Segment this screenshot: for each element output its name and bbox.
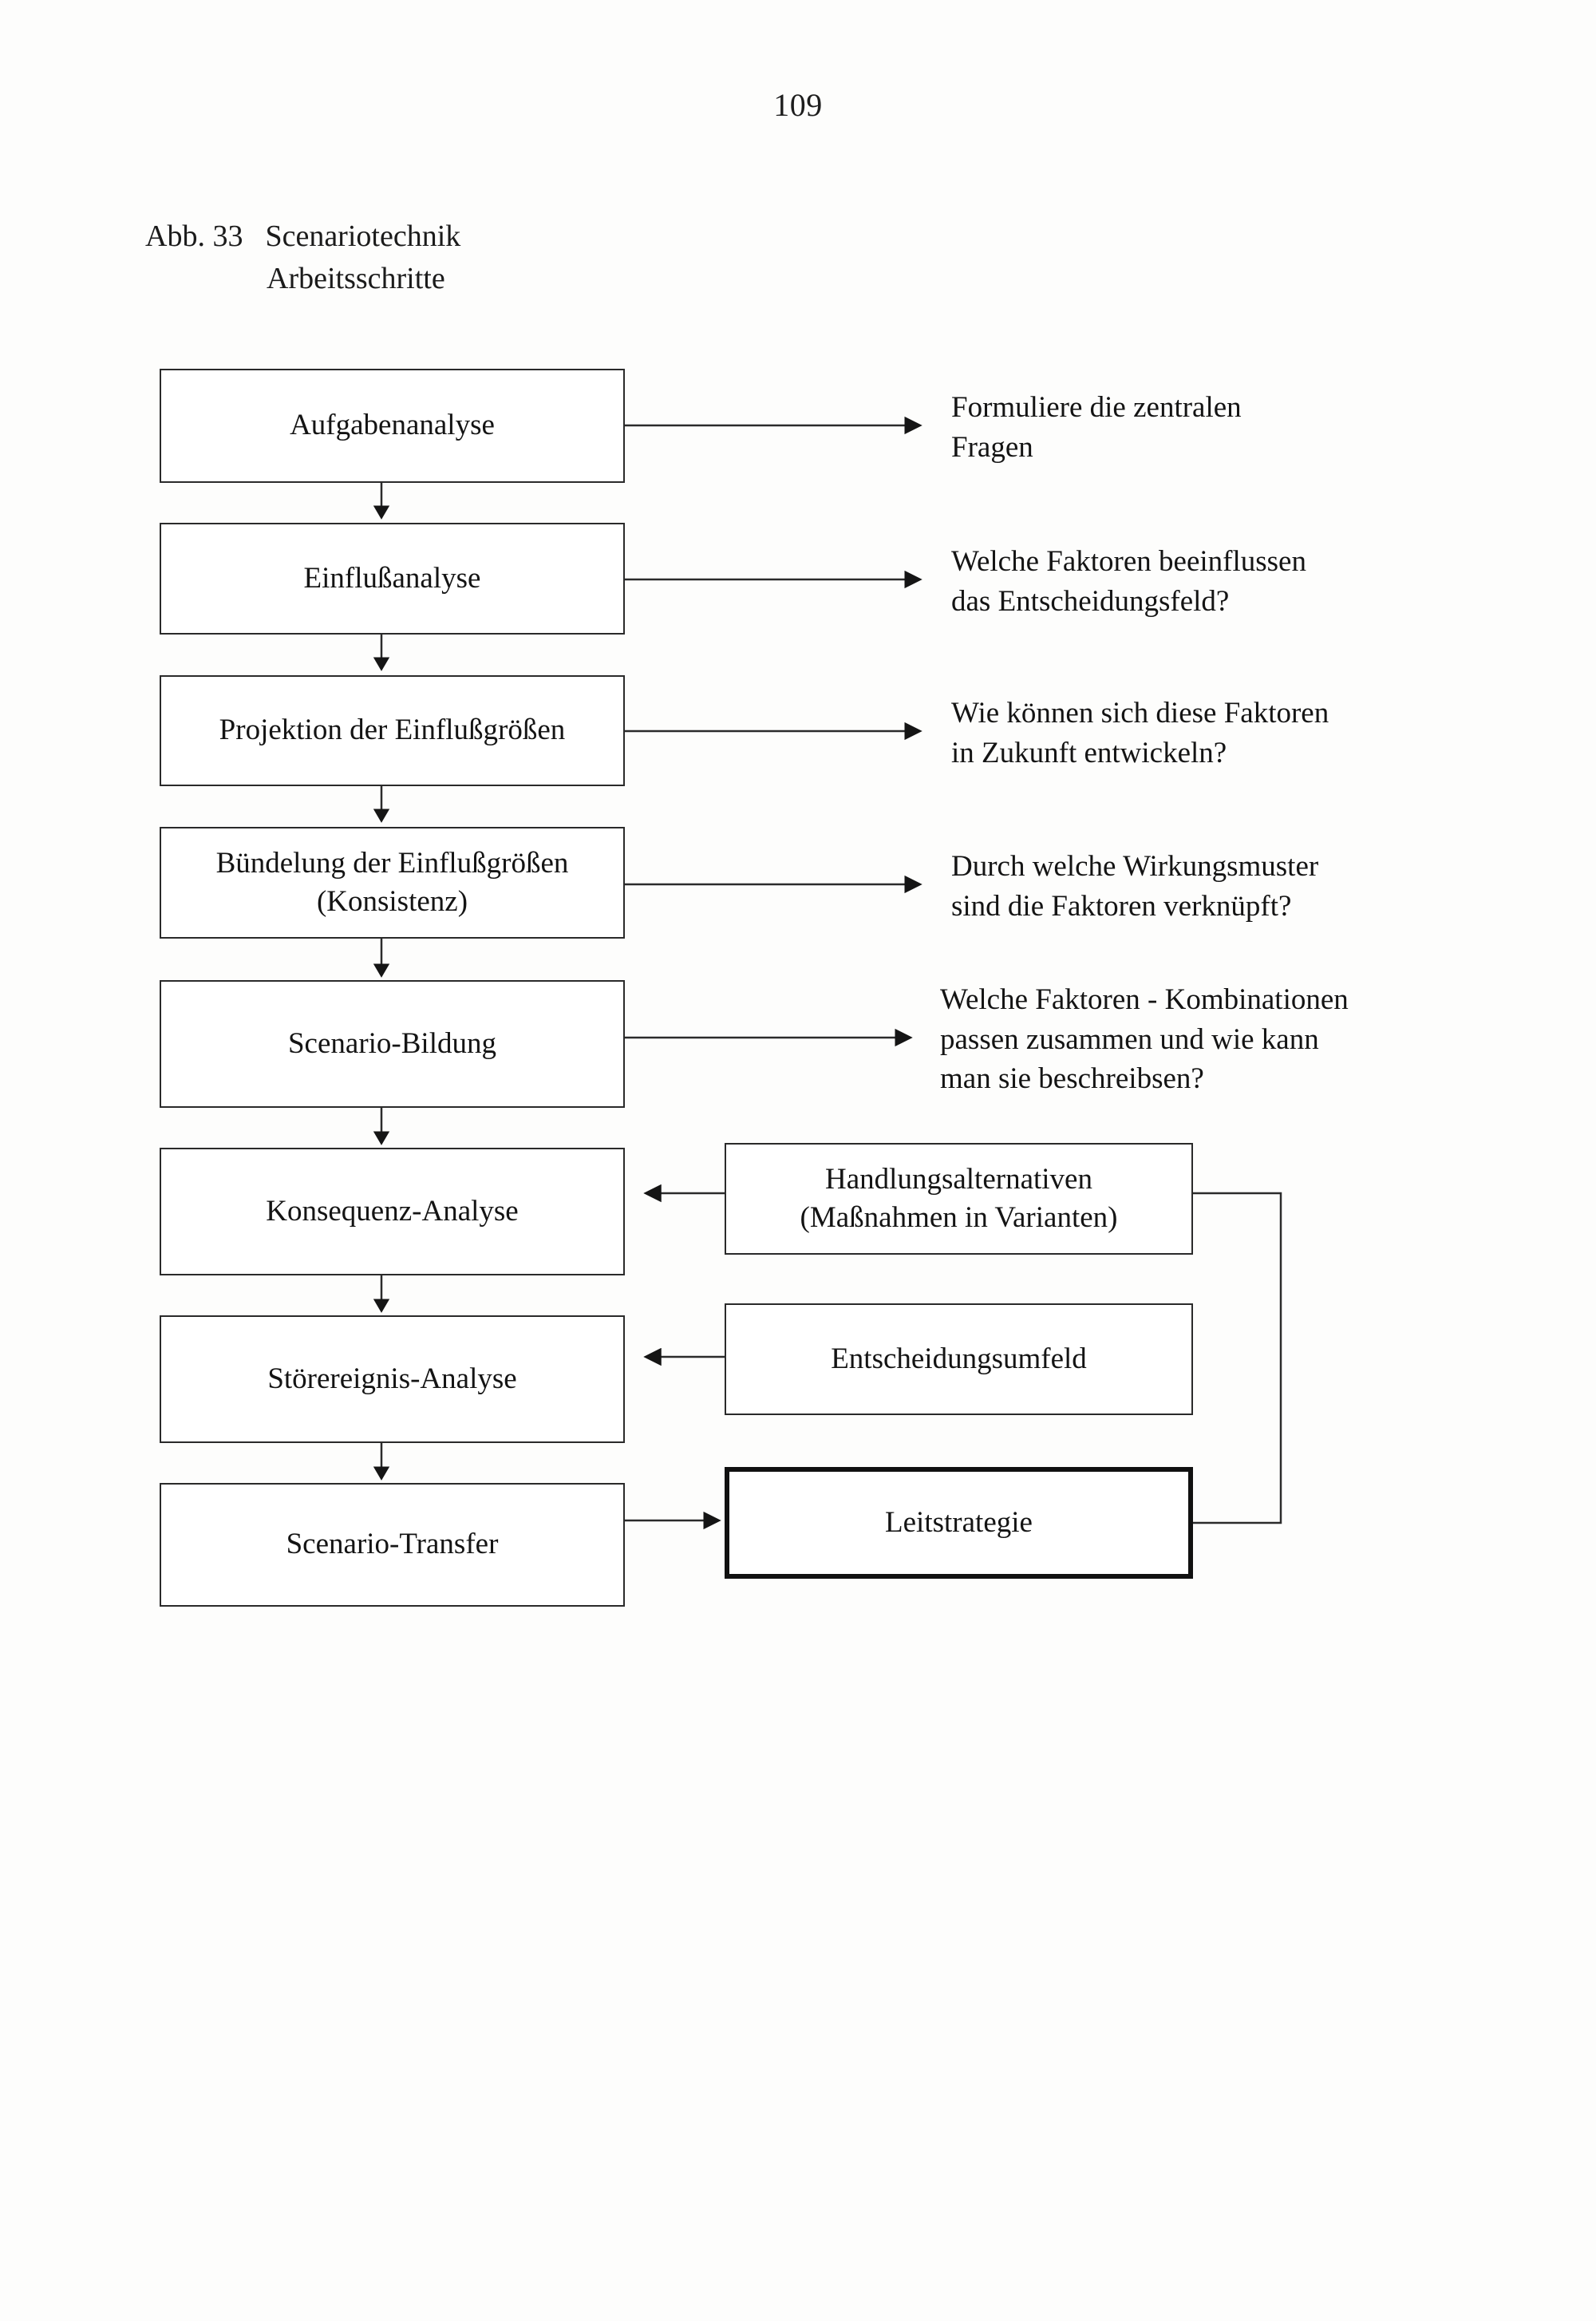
question-line: Welche Faktoren beeinflussen xyxy=(951,545,1306,578)
question-line: passen zusammen und wie kann xyxy=(940,1022,1319,1056)
question-line: Wie können sich diese Faktoren xyxy=(951,697,1329,730)
step-label: Störereignis-Analyse xyxy=(267,1362,517,1395)
step-box-projektion[interactable]: Projektion der Einflußgrößen xyxy=(160,675,625,786)
step-label: Projektion der Einflußgrößen xyxy=(219,714,566,747)
input-label: Handlungsalternativen (Maßnahmen in Vari… xyxy=(800,1160,1118,1237)
question-line: das Entscheidungsfeld? xyxy=(951,584,1230,618)
figure-subtitle: Arbeitsschritte xyxy=(267,261,445,295)
step-label-line2: (Konsistenz) xyxy=(316,885,468,918)
step-box-einflussanalyse[interactable]: Einflußanalyse xyxy=(160,523,625,635)
input-label: Leitstrategie xyxy=(885,1505,1033,1539)
input-label-line1: Handlungsalternativen xyxy=(825,1162,1092,1196)
question-line: Formuliere die zentralen xyxy=(951,391,1242,424)
figure-title: Scenariotechnik xyxy=(265,219,461,253)
input-box-handlungsalternativen[interactable]: Handlungsalternativen (Maßnahmen in Vari… xyxy=(725,1143,1193,1255)
step-box-scenario-transfer[interactable]: Scenario-Transfer xyxy=(160,1483,625,1607)
step-label: Aufgabenanalyse xyxy=(290,409,495,442)
question-line: Fragen xyxy=(951,430,1033,464)
step-box-konsequenz-analyse[interactable]: Konsequenz-Analyse xyxy=(160,1148,625,1275)
input-label: Entscheidungsumfeld xyxy=(831,1342,1087,1375)
question-aufgabenanalyse: Formuliere die zentralen Fragen xyxy=(951,388,1242,467)
input-label-line2: (Maßnahmen in Varianten) xyxy=(800,1201,1118,1234)
question-line: in Zukunft entwickeln? xyxy=(951,736,1227,769)
figure-caption: Abb. 33 Scenariotechnik Arbeitsschritte xyxy=(145,217,460,298)
step-label: Einflußanalyse xyxy=(303,561,481,595)
step-label: Scenario-Bildung xyxy=(287,1026,496,1060)
page-number: 109 xyxy=(773,87,823,123)
question-buendelung: Durch welche Wirkungsmuster sind die Fak… xyxy=(951,847,1318,926)
figure-label: Abb. 33 xyxy=(145,219,243,253)
question-line: Durch welche Wirkungsmuster xyxy=(951,850,1319,883)
input-box-entscheidungsumfeld[interactable]: Entscheidungsumfeld xyxy=(725,1303,1193,1415)
step-label: Scenario-Transfer xyxy=(286,1528,499,1561)
step-box-scenario-bildung[interactable]: Scenario-Bildung xyxy=(160,980,625,1108)
input-box-leitstrategie[interactable]: Leitstrategie xyxy=(725,1467,1193,1579)
question-scenario-bildung: Welche Faktoren - Kombinationen passen z… xyxy=(940,980,1349,1099)
question-line: man sie beschreibsen? xyxy=(940,1062,1204,1096)
question-line: sind die Faktoren verknüpft? xyxy=(951,889,1292,923)
step-label: Bündelung der Einflußgrößen (Konsistenz) xyxy=(216,844,569,921)
step-box-aufgabenanalyse[interactable]: Aufgabenanalyse xyxy=(160,369,625,483)
question-projektion: Wie können sich diese Faktoren in Zukunf… xyxy=(951,694,1329,773)
step-box-buendelung[interactable]: Bündelung der Einflußgrößen (Konsistenz) xyxy=(160,827,625,939)
step-label-line1: Bündelung der Einflußgrößen xyxy=(215,846,569,880)
step-label: Konsequenz-Analyse xyxy=(266,1194,519,1228)
question-einflussanalyse: Welche Faktoren beeinflussen das Entsche… xyxy=(951,542,1306,621)
step-box-stoerereignis-analyse[interactable]: Störereignis-Analyse xyxy=(160,1315,625,1443)
question-line: Welche Faktoren - Kombinationen xyxy=(940,983,1349,1016)
